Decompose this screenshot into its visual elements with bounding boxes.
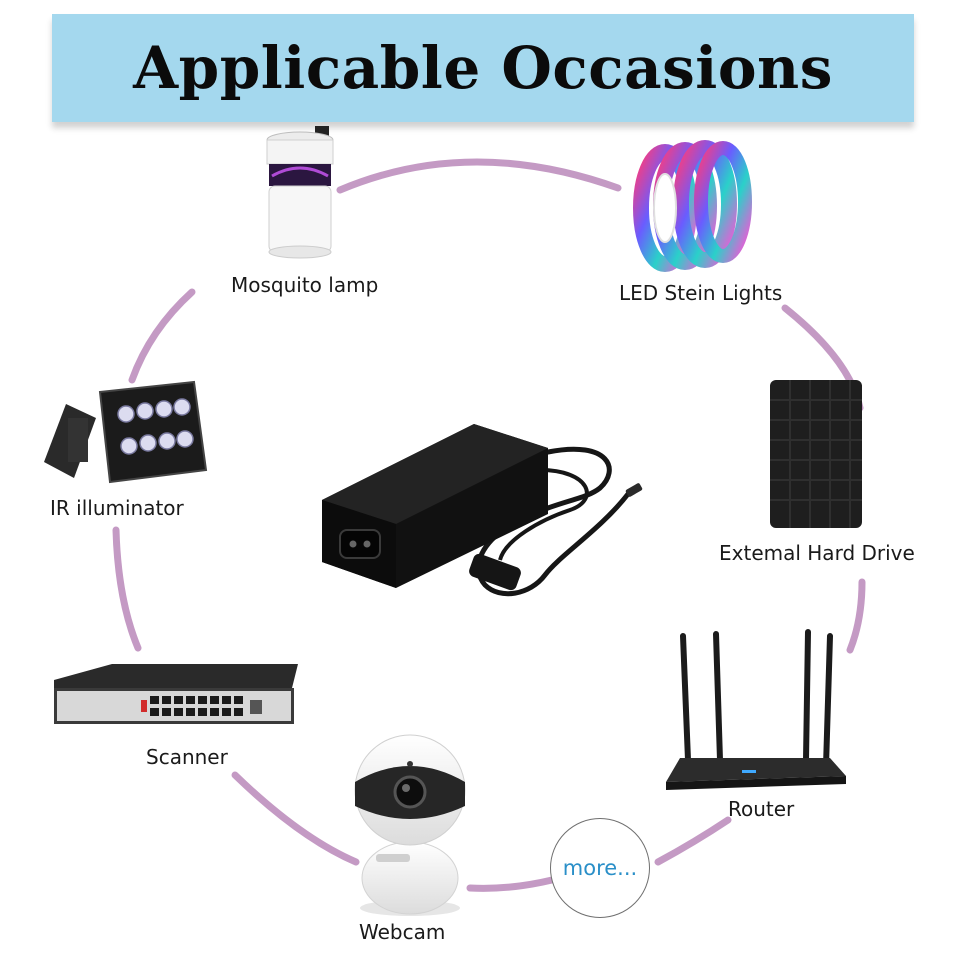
- led-strip-icon: [633, 140, 752, 272]
- connector-arc: [336, 158, 622, 194]
- page-title: Applicable Occasions: [133, 34, 833, 102]
- power-adapter-icon: [322, 424, 643, 597]
- label-led-strip-lights: LED Stein Lights: [619, 281, 783, 305]
- router-icon: [666, 629, 846, 790]
- label-external-hard-drive: Extemal Hard Drive: [719, 541, 915, 565]
- label-ir-illuminator: IR illuminator: [50, 496, 184, 520]
- title-banner: Applicable Occasions: [52, 14, 914, 122]
- connector-ring: [112, 158, 866, 892]
- more-badge: more...: [550, 818, 650, 918]
- connector-arc: [654, 816, 732, 866]
- connector-arc: [846, 578, 866, 654]
- hard-drive-icon: [770, 380, 862, 528]
- connector-arc: [128, 288, 196, 384]
- label-scanner: Scanner: [146, 745, 228, 769]
- label-webcam: Webcam: [359, 920, 446, 944]
- label-mosquito-lamp: Mosquito lamp: [231, 273, 379, 297]
- webcam-icon: [354, 734, 466, 916]
- more-label: more...: [562, 856, 638, 880]
- label-router: Router: [728, 797, 795, 821]
- ir-illuminator-icon: [44, 380, 208, 484]
- mosquito-lamp-icon: [266, 126, 334, 259]
- connector-arc: [112, 526, 142, 652]
- connector-arc: [466, 876, 556, 892]
- connector-arc: [231, 771, 360, 866]
- network-switch-icon: [54, 664, 298, 724]
